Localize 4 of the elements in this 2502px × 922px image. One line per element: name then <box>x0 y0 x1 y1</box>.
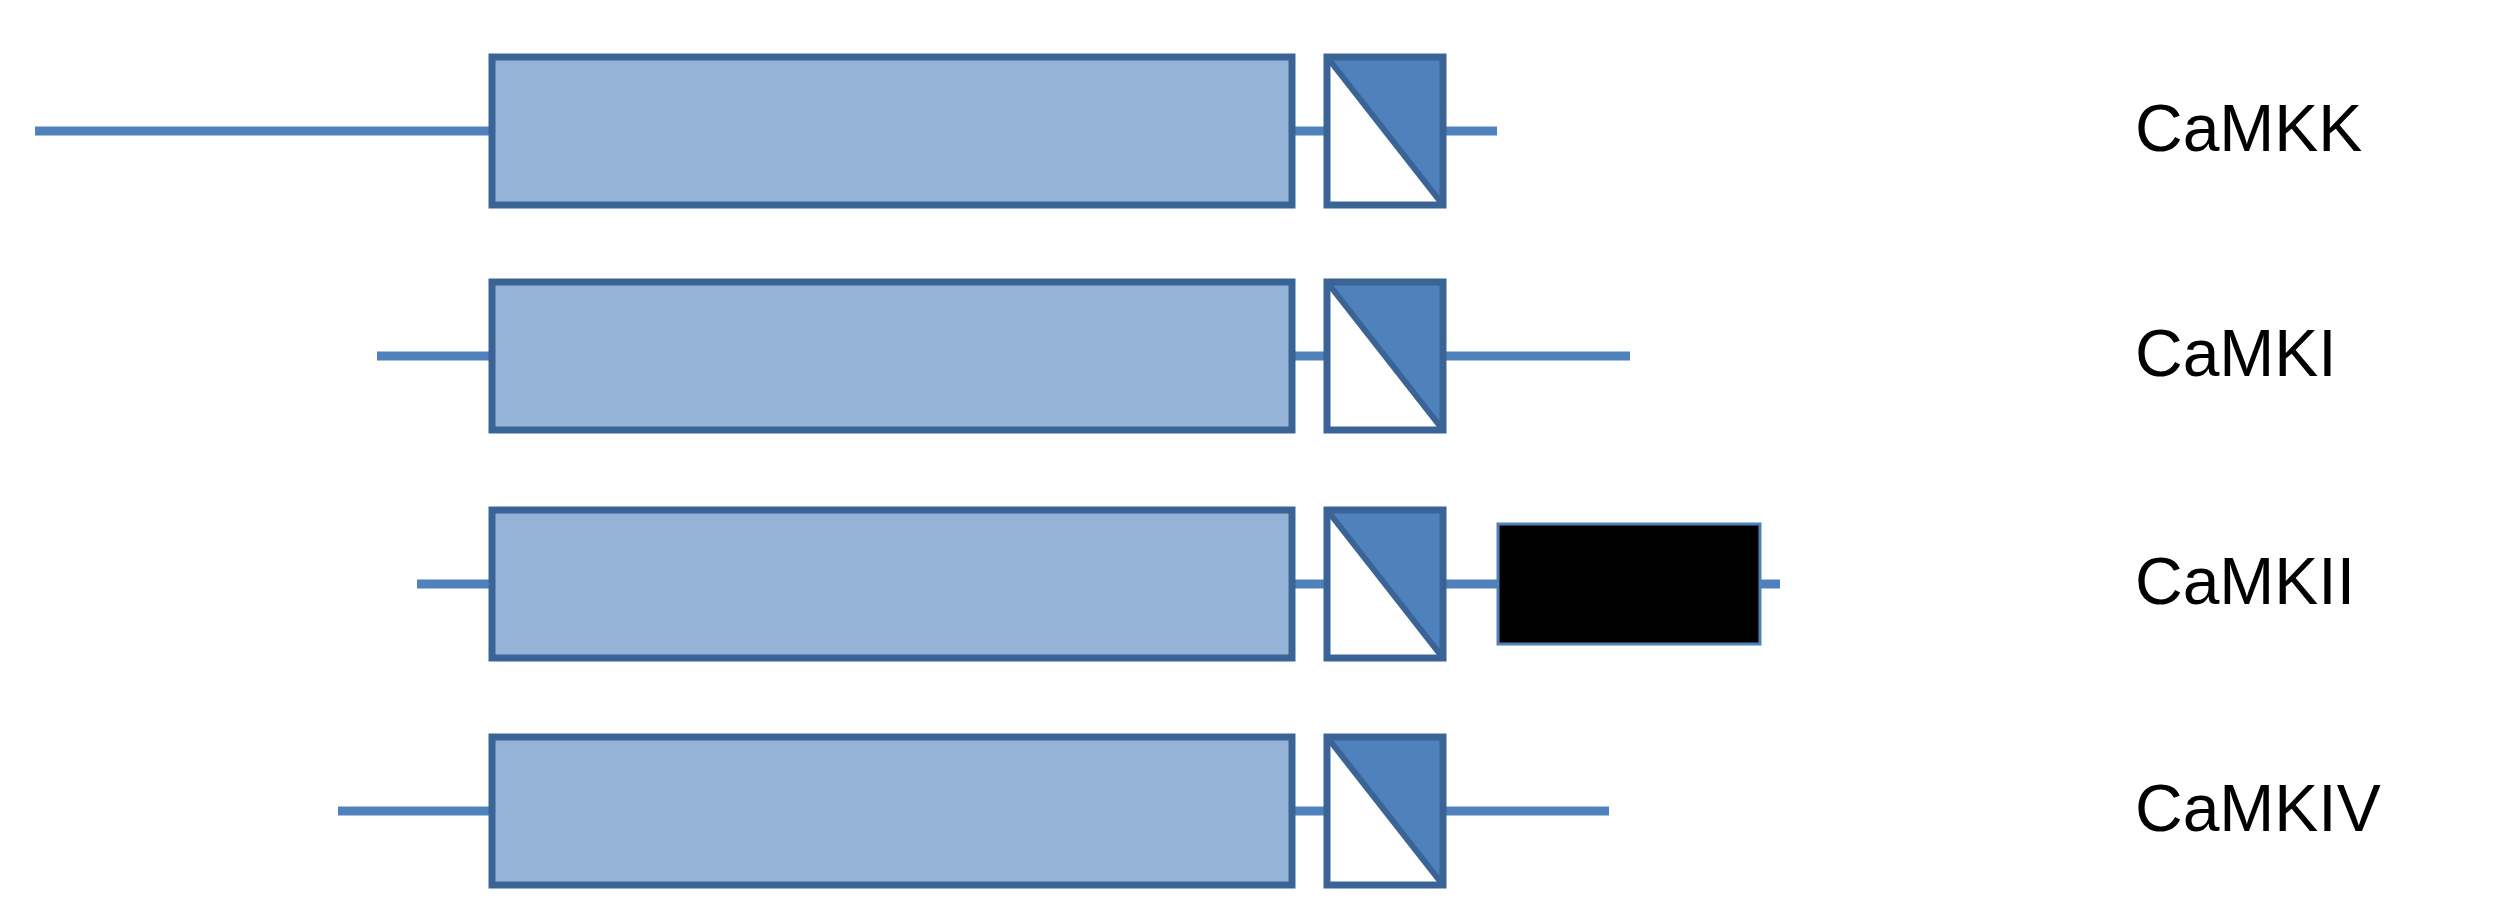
protein-name: CaMKK <box>2135 95 2363 161</box>
protein-name: CaMKIV <box>2135 775 2381 841</box>
protein-name: CaMKI <box>2135 320 2337 386</box>
protein-name: CaMKII <box>2135 548 2356 614</box>
